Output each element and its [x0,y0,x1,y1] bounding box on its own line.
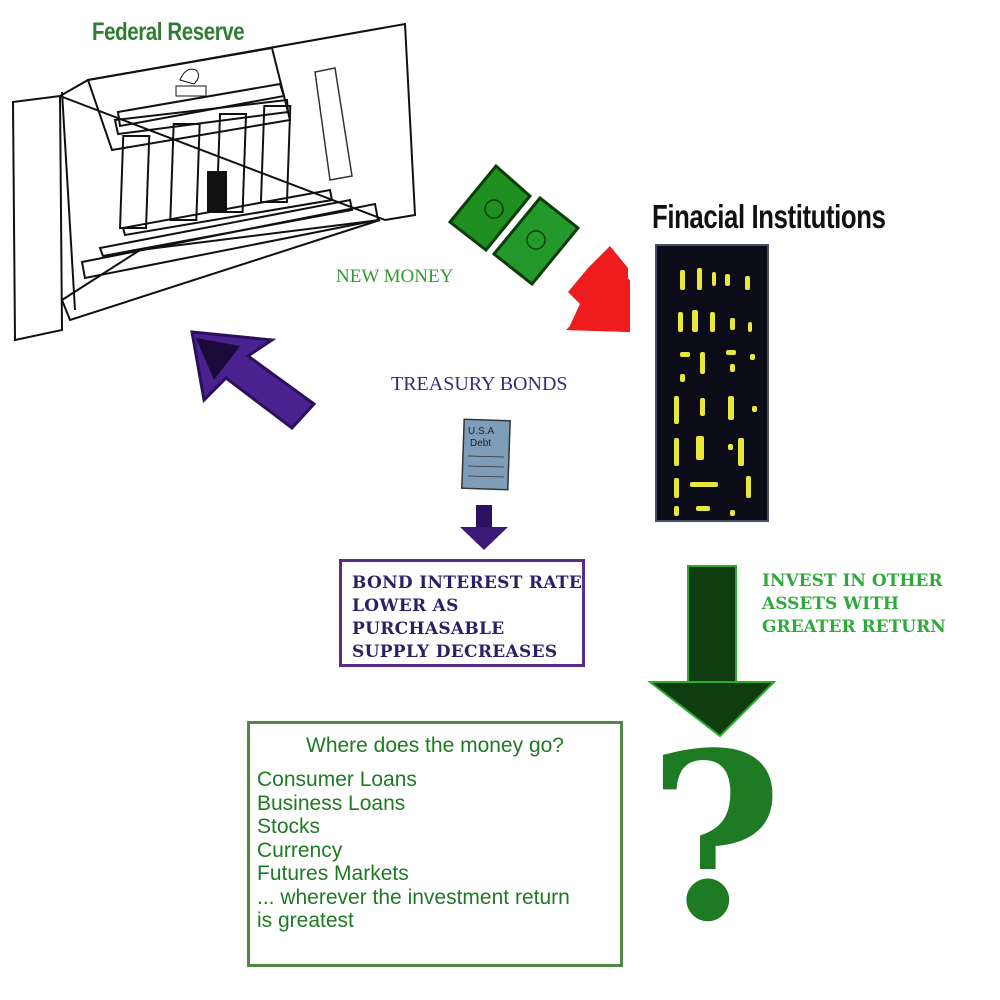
list-item: Currency [257,838,343,862]
invest-label: INVEST IN OTHER ASSETS WITH GREATER RETU… [762,570,946,639]
new-money-label: NEW MONEY [336,266,454,287]
financial-institution-building-icon [655,244,769,522]
invest-line: INVEST IN OTHER [762,571,943,591]
green-arrow-down-icon [647,565,777,738]
money-bills-icon [447,163,581,287]
list-item: Business Loans [257,791,406,815]
red-arrow-down-right-icon [566,246,630,332]
federal-reserve-title: Federal Reserve [92,18,245,46]
list-item: Stocks [257,815,321,838]
list-item: ... wherever the investment return [257,885,570,909]
question-mark-icon: ? [648,703,783,973]
bond-note-icon: U.S.A Debt [461,418,511,491]
list-item: Consumer Loans [257,768,417,791]
invest-line: GREATER RETURN [762,617,946,637]
purple-arrow-down-icon [460,505,508,550]
invest-line: ASSETS WITH [762,594,899,614]
treasury-bonds-label: TREASURY BONDS [391,373,568,395]
bond-interest-rate-box: BOND INTEREST RATE LOWER AS PURCHASABLE … [339,559,585,667]
federal-reserve-building-icon [11,22,417,342]
bond-effect-line: SUPPLY DECREASES [352,642,558,662]
money-destination-question: Where does the money go? [306,734,564,757]
list-item: is greatest [257,909,354,932]
bond-effect-line: PURCHASABLE [352,619,505,639]
financial-institutions-title: Finacial Institutions [652,198,886,235]
svg-text:?: ? [648,703,783,973]
list-item: Futures Markets [257,862,409,885]
svg-text:Debt: Debt [470,438,491,449]
bond-effect-line: LOWER AS [352,596,459,616]
purple-arrow-up-left-icon [190,330,317,431]
money-destination-list: Consumer Loans Business Loans Stocks Cur… [257,768,620,933]
bond-effect-line: BOND INTEREST RATE [352,573,583,593]
svg-text:U.S.A: U.S.A [468,426,494,437]
money-destination-box: Where does the money go? Consumer Loans … [247,721,623,967]
